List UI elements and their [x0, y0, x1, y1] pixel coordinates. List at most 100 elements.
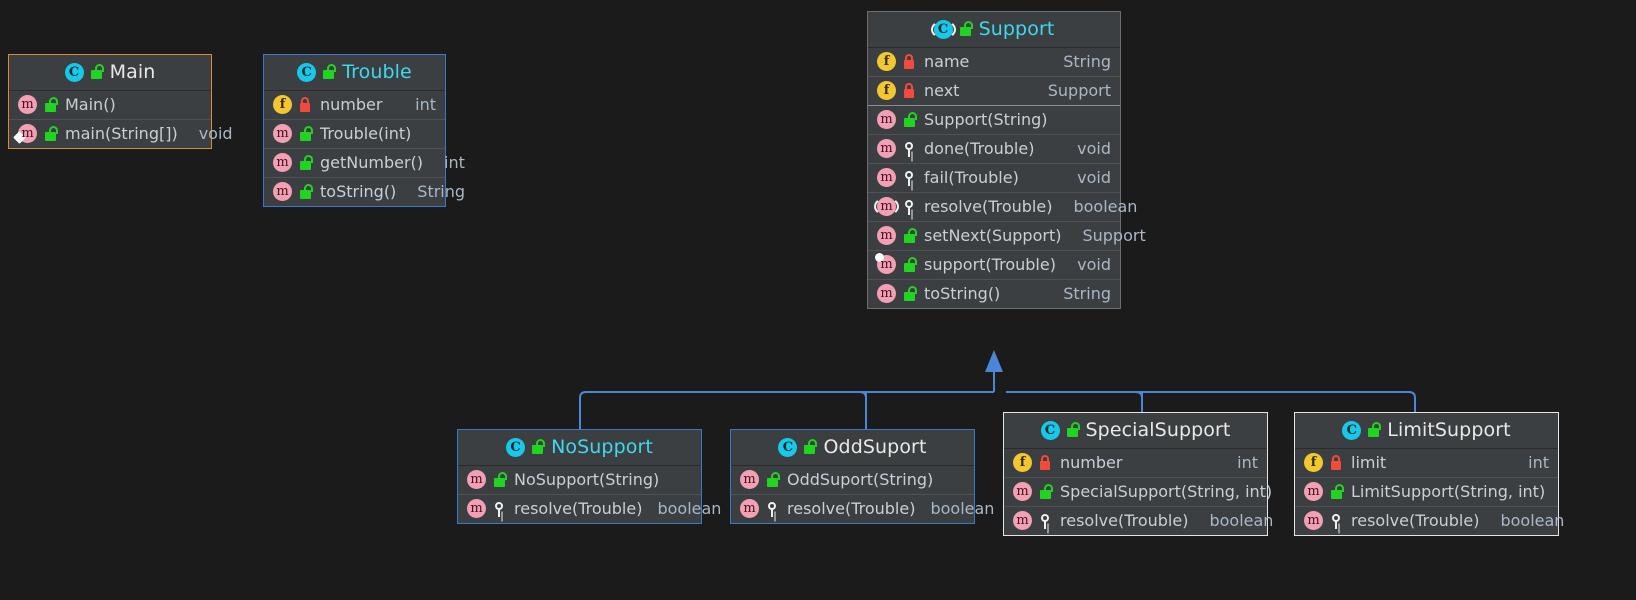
member-type: boolean [1500, 511, 1565, 530]
protected-visibility-icon [1330, 513, 1344, 529]
method-icon [18, 95, 37, 114]
member-type: Support [1047, 81, 1111, 100]
member-name: number [320, 95, 383, 114]
public-visibility-icon [531, 439, 546, 455]
member-type: boolean [930, 499, 995, 518]
member-name: SpecialSupport(String, int) [1060, 482, 1273, 501]
class-member-row[interactable]: toString()String [264, 177, 465, 206]
class-member-row[interactable]: support(Trouble) void [868, 250, 1120, 279]
member-name: main(String[]) [65, 124, 178, 143]
class-member-row[interactable]: done(Trouble)void [868, 134, 1120, 163]
member-type: int [444, 153, 465, 172]
private-visibility-icon [903, 82, 917, 99]
public-visibility-icon [959, 21, 973, 37]
class-member-row[interactable]: resolve(Trouble) boolean [731, 494, 994, 523]
member-name: done(Trouble) [924, 139, 1035, 158]
member-name: OddSuport(String) [787, 470, 934, 489]
member-name: support(Trouble) [924, 255, 1056, 274]
class-member-row[interactable]: resolve(Trouble)boolean [458, 494, 721, 523]
class-member-row[interactable]: Main() [9, 91, 211, 119]
method-icon [874, 197, 899, 216]
public-visibility-icon [322, 64, 337, 80]
private-visibility-icon [1330, 454, 1344, 471]
member-name: resolve(Trouble) [1060, 511, 1189, 530]
public-visibility-icon [766, 471, 780, 488]
field-icon [1304, 453, 1323, 472]
class-member-row[interactable]: resolve(Trouble)boolean [1004, 506, 1273, 535]
class-member-row[interactable]: main(String[]) void [9, 119, 233, 148]
class-title-bar[interactable]: Main [9, 55, 211, 91]
uml-class-specialsupport[interactable]: SpecialSupportnumberintSpecialSupport(St… [1003, 412, 1273, 536]
class-title-bar[interactable]: SpecialSupport [1004, 413, 1267, 449]
uml-class-main[interactable]: MainMain() main(String[]) void [8, 54, 233, 149]
field-icon [1013, 453, 1032, 472]
class-title-bar[interactable]: LimitSupport [1295, 413, 1558, 449]
public-visibility-icon [493, 471, 507, 488]
public-visibility-icon [1367, 422, 1382, 438]
member-name: resolve(Trouble) [514, 499, 643, 518]
protected-visibility-icon [903, 199, 917, 215]
member-name: toString() [320, 182, 397, 201]
class-members: Main() main(String[]) void [9, 91, 233, 148]
public-visibility-icon [903, 111, 917, 128]
class-member-row[interactable]: setNext(Support)Support [868, 221, 1146, 250]
public-visibility-icon [44, 125, 58, 142]
method-icon [467, 499, 486, 518]
member-name: getNumber() [320, 153, 424, 172]
class-title-bar[interactable]: NoSupport [458, 430, 701, 466]
uml-class-trouble[interactable]: TroublenumberintTrouble(int) getNumber() i… [263, 54, 465, 207]
class-name-label: LimitSupport [1387, 419, 1511, 441]
method-icon [1304, 511, 1323, 530]
generalization-arrowhead [985, 350, 1003, 372]
member-name: Trouble(int) [320, 124, 412, 143]
class-members: limitintLimitSupport(String, int) resolve… [1295, 449, 1564, 535]
class-title-bar[interactable]: Trouble [264, 55, 445, 91]
uml-class-support[interactable]: SupportnameStringnextSupportSupport(Stri… [867, 11, 1146, 309]
class-member-row[interactable]: OddSuport(String) [731, 466, 974, 494]
field-icon [273, 95, 292, 114]
method-icon [18, 124, 37, 143]
member-name: resolve(Trouble) [787, 499, 916, 518]
member-type: boolean [1073, 197, 1138, 216]
class-title-bar[interactable]: Support [868, 12, 1120, 48]
public-visibility-icon [903, 285, 917, 302]
class-member-row[interactable]: Trouble(int) [264, 119, 445, 148]
method-icon [877, 226, 896, 245]
class-member-row[interactable]: resolve(Trouble)boolean [868, 192, 1137, 221]
class-member-row[interactable]: fail(Trouble)void [868, 163, 1120, 192]
uml-class-oddsuport[interactable]: OddSuportOddSuport(String) resolve(Troubl… [730, 429, 994, 524]
public-visibility-icon [299, 125, 313, 142]
method-icon [875, 253, 896, 274]
class-members: nameStringnextSupportSupport(String)done… [868, 48, 1146, 308]
class-member-row[interactable]: NoSupport(String) [458, 466, 701, 494]
private-visibility-icon [903, 53, 917, 70]
class-member-row[interactable]: toString()String [868, 279, 1120, 308]
member-type: void [198, 124, 233, 143]
method-icon [877, 284, 896, 303]
method-icon [273, 153, 292, 172]
class-icon [297, 62, 317, 82]
method-icon [877, 110, 896, 129]
class-icon [64, 62, 84, 82]
member-type: void [1077, 255, 1111, 274]
class-member-row[interactable]: getNumber() int [264, 148, 465, 177]
uml-class-limitsupport[interactable]: LimitSupport limitintLimitSupport(String,… [1294, 412, 1564, 536]
member-name: LimitSupport(String, int) [1351, 482, 1546, 501]
class-member-row[interactable]: resolve(Trouble) boolean [1295, 506, 1564, 535]
member-name: resolve(Trouble) [1351, 511, 1480, 530]
class-member-row[interactable]: LimitSupport(String, int) [1295, 477, 1558, 506]
class-member-row[interactable]: Support(String) [868, 105, 1120, 134]
class-members: NoSupport(String)resolve(Trouble)boolean [458, 466, 721, 523]
public-visibility-icon [299, 183, 313, 200]
class-member-row[interactable]: SpecialSupport(String, int) [1004, 477, 1272, 506]
uml-class-nosupport[interactable]: NoSupportNoSupport(String)resolve(Troubl… [457, 429, 721, 524]
class-title-bar[interactable]: OddSuport [731, 430, 974, 466]
method-icon [273, 182, 292, 201]
public-visibility-icon [903, 227, 917, 244]
